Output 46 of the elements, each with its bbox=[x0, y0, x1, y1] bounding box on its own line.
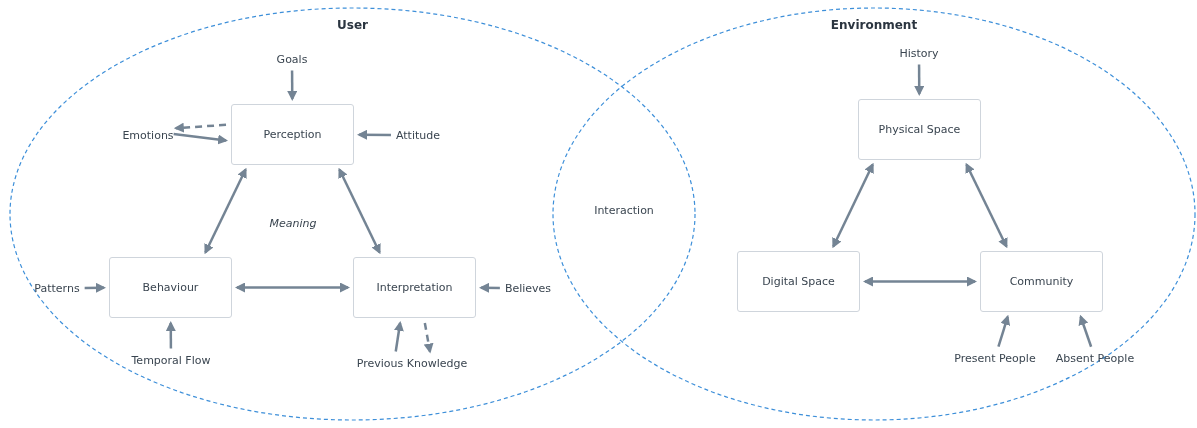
box-label: Physical Space bbox=[878, 123, 961, 136]
concept-box bbox=[353, 257, 476, 318]
factor-label: Emotions bbox=[122, 128, 174, 142]
arrow bbox=[997, 314, 1011, 348]
factor-label: Previous Knowledge bbox=[356, 356, 468, 370]
arrow bbox=[393, 320, 404, 352]
factor-label: Goals bbox=[276, 52, 308, 66]
arrow bbox=[479, 282, 500, 293]
box-label: Community bbox=[1009, 275, 1074, 288]
box-label: Behaviour bbox=[142, 281, 199, 294]
factor-label: Attitude bbox=[395, 128, 441, 142]
concept-box bbox=[737, 251, 860, 312]
arrow bbox=[832, 162, 874, 249]
arrow bbox=[1078, 314, 1093, 348]
zone-title: User bbox=[336, 18, 369, 32]
factor-label: Present People bbox=[954, 351, 1036, 365]
overlap-label: Interaction bbox=[594, 203, 654, 217]
arrow bbox=[173, 132, 228, 145]
dashed-arrow bbox=[423, 322, 434, 354]
arrow bbox=[357, 129, 391, 140]
factor-label: Temporal Flow bbox=[131, 353, 211, 367]
arrow bbox=[204, 167, 247, 255]
box-label: Interpretation bbox=[376, 281, 453, 294]
concept-box bbox=[858, 99, 981, 160]
arrow bbox=[287, 70, 298, 101]
dashed-ellipse bbox=[10, 8, 695, 420]
dashed-ellipse bbox=[553, 8, 1195, 420]
arrow bbox=[863, 276, 977, 287]
factor-label: Believes bbox=[504, 281, 552, 295]
dashed-arrow bbox=[173, 122, 227, 133]
arrow bbox=[165, 321, 176, 349]
arrow bbox=[338, 167, 381, 255]
center-label: Meaning bbox=[269, 216, 317, 230]
factor-label: History bbox=[899, 46, 939, 60]
factor-label: Patterns bbox=[34, 281, 80, 295]
arrow bbox=[914, 64, 925, 96]
box-label: Perception bbox=[263, 128, 322, 141]
concept-box bbox=[980, 251, 1103, 312]
arrow bbox=[965, 162, 1008, 249]
box-label: Digital Space bbox=[762, 275, 835, 288]
arrow bbox=[235, 282, 350, 293]
zone-title: Environment bbox=[829, 18, 919, 32]
arrow bbox=[84, 282, 106, 293]
concept-box bbox=[231, 104, 354, 165]
concept-box bbox=[109, 257, 232, 318]
factor-label: Absent People bbox=[1055, 351, 1135, 365]
